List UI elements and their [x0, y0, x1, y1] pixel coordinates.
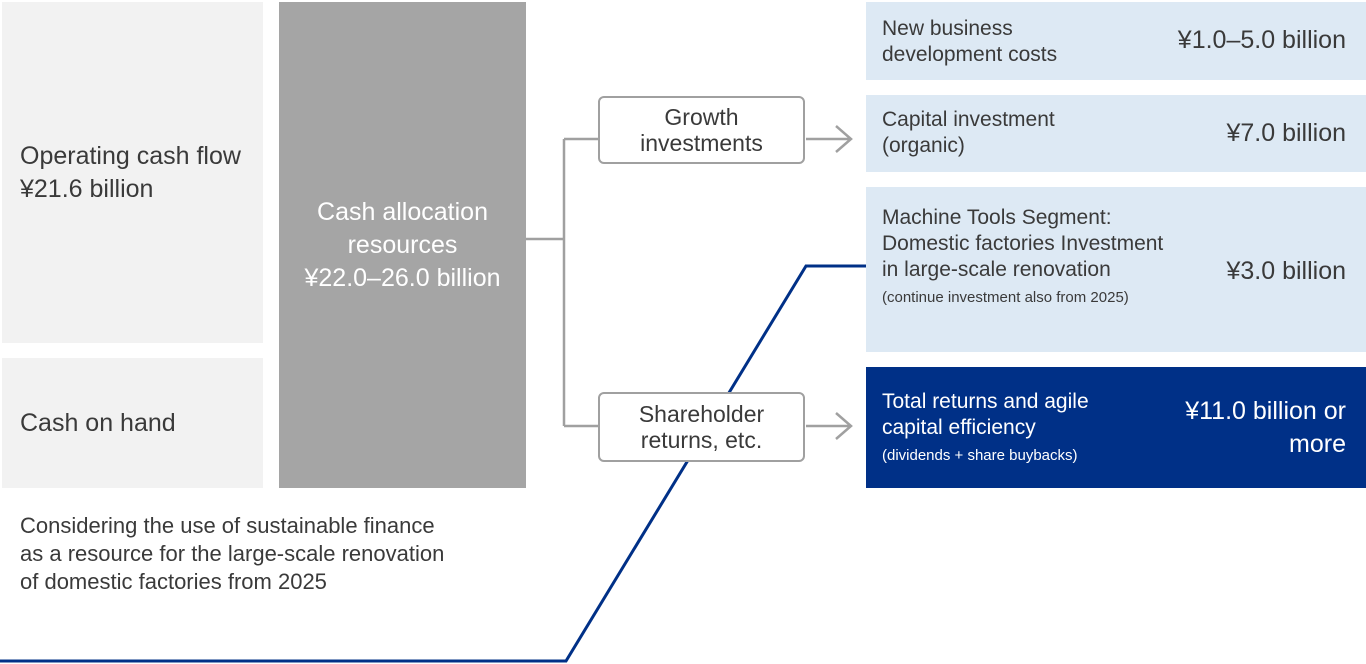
- outcome-capital-investment-label: Capital investment (organic): [882, 108, 1055, 157]
- outcome-capital-investment-amount: ¥7.0 billion: [1226, 119, 1346, 147]
- outcome-shareholder-returns-amount: ¥11.0 billion or more: [1185, 397, 1346, 458]
- cash-on-hand-box: Cash on hand: [2, 358, 263, 488]
- outcome-new-business-label: New business development costs: [882, 17, 1058, 66]
- outcome-new-business-amount: ¥1.0–5.0 billion: [1177, 26, 1346, 54]
- cash-allocation-box: Cash allocation resources ¥22.0–26.0 bil…: [279, 2, 526, 488]
- outcome-shareholder-returns: Total returns and agile capital efficien…: [866, 367, 1366, 488]
- operating-cash-flow-box: Operating cash flow ¥21.6 billion: [2, 2, 263, 343]
- sustainable-finance-line: [0, 264, 866, 663]
- shareholder-returns-label: Shareholder returns, etc.: [638, 401, 765, 453]
- sustainable-finance-note: Considering the use of sustainable finan…: [20, 513, 445, 594]
- allocation-line-3: ¥22.0–26.0 billion: [304, 263, 501, 292]
- outcome-shareholder-returns-label: Total returns and agile capital efficien…: [882, 390, 1089, 439]
- outcome-shareholder-returns-note: (dividends + share buybacks): [882, 447, 1078, 464]
- cash-on-hand-label: Cash on hand: [20, 408, 176, 437]
- allocation-connector: [526, 137, 598, 428]
- allocation-line-2: resources: [347, 230, 458, 259]
- growth-investments-box: Growth investments: [598, 96, 805, 164]
- outcome-factory-renovation: Machine Tools Segment: Domestic factorie…: [866, 187, 1366, 352]
- outcome-capital-investment: Capital investment (organic) ¥7.0 billio…: [866, 95, 1366, 172]
- shareholder-returns-box: Shareholder returns, etc.: [598, 392, 805, 462]
- growth-investments-label: Growth investments: [640, 104, 763, 156]
- growth-arrow: [806, 125, 853, 153]
- operating-cash-flow-label: Operating cash flow ¥21.6 billion: [20, 141, 241, 203]
- allocation-line-1: Cash allocation: [317, 197, 488, 226]
- shareholder-arrow: [806, 412, 853, 440]
- outcome-new-business: New business development costs ¥1.0–5.0 …: [866, 2, 1366, 80]
- outcome-factory-renovation-amount: ¥3.0 billion: [1226, 257, 1346, 285]
- outcome-factory-renovation-label: Machine Tools Segment: Domestic factorie…: [882, 206, 1164, 281]
- outcome-factory-renovation-note: (continue investment also from 2025): [882, 289, 1129, 306]
